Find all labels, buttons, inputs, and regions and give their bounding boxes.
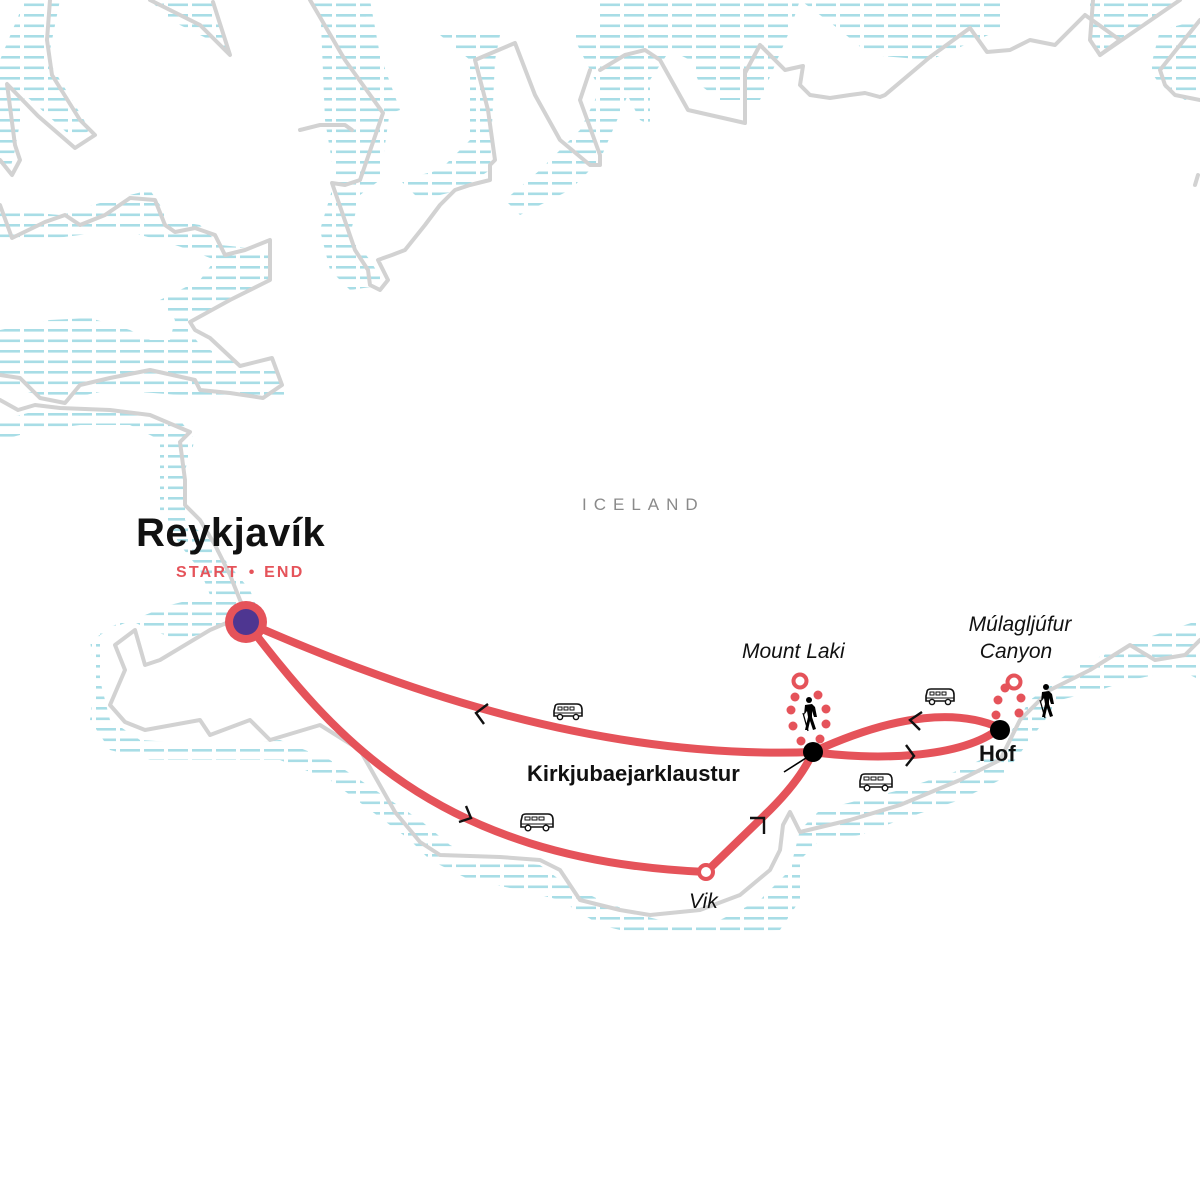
poi-label-mount-laki: Mount Laki [742, 640, 845, 663]
direction-arrows [458, 703, 923, 834]
hike-mulagljufur [991, 673, 1026, 720]
hiker-icon [1039, 684, 1054, 719]
poi-label-mulagljufur-canyon: Múlagljúfur Canyon [960, 611, 1080, 665]
water-hatching [0, 0, 1200, 935]
bus-icon [520, 813, 554, 832]
city-label-reykjavik: Reykjavík [136, 511, 326, 555]
route-leg-return [242, 618, 817, 757]
city-label-kirkjubaejarklaustur: Kirkjubaejarklaustur [527, 761, 740, 786]
hike-mount-laki [786, 672, 831, 746]
coastline [0, 0, 1200, 917]
direction-arrow-icon [908, 711, 923, 731]
waypoint-label-vik: Vik [689, 890, 718, 913]
start-tag: START [176, 564, 240, 581]
stop-marker-hof [990, 720, 1010, 740]
poi-label-line1: Múlagljúfur [968, 613, 1072, 636]
route-leg-hof-kirkju [809, 713, 1004, 756]
direction-arrow-icon [458, 805, 473, 824]
direction-arrow-icon [905, 744, 916, 767]
bus-icon [925, 688, 955, 706]
direction-arrow-icon [750, 816, 766, 834]
city-label-hof: Hof [979, 741, 1016, 766]
stop-marker-kirkjubaejarklaustur [803, 742, 823, 762]
route-leg-reykjavik-vik [242, 618, 710, 876]
tag-separator: • [248, 564, 255, 581]
start-end-tag: START • END [176, 564, 304, 582]
route [242, 618, 1004, 876]
country-label: ICELAND [582, 495, 705, 514]
stops [225, 601, 1010, 881]
waypoint-marker-vik [697, 863, 715, 881]
hiker-icon [802, 697, 817, 732]
poi-label-line2: Canyon [979, 640, 1053, 663]
end-tag: END [264, 564, 305, 581]
direction-arrow-icon [474, 703, 489, 725]
bus-icon [859, 773, 893, 792]
bus-icon [553, 703, 583, 721]
